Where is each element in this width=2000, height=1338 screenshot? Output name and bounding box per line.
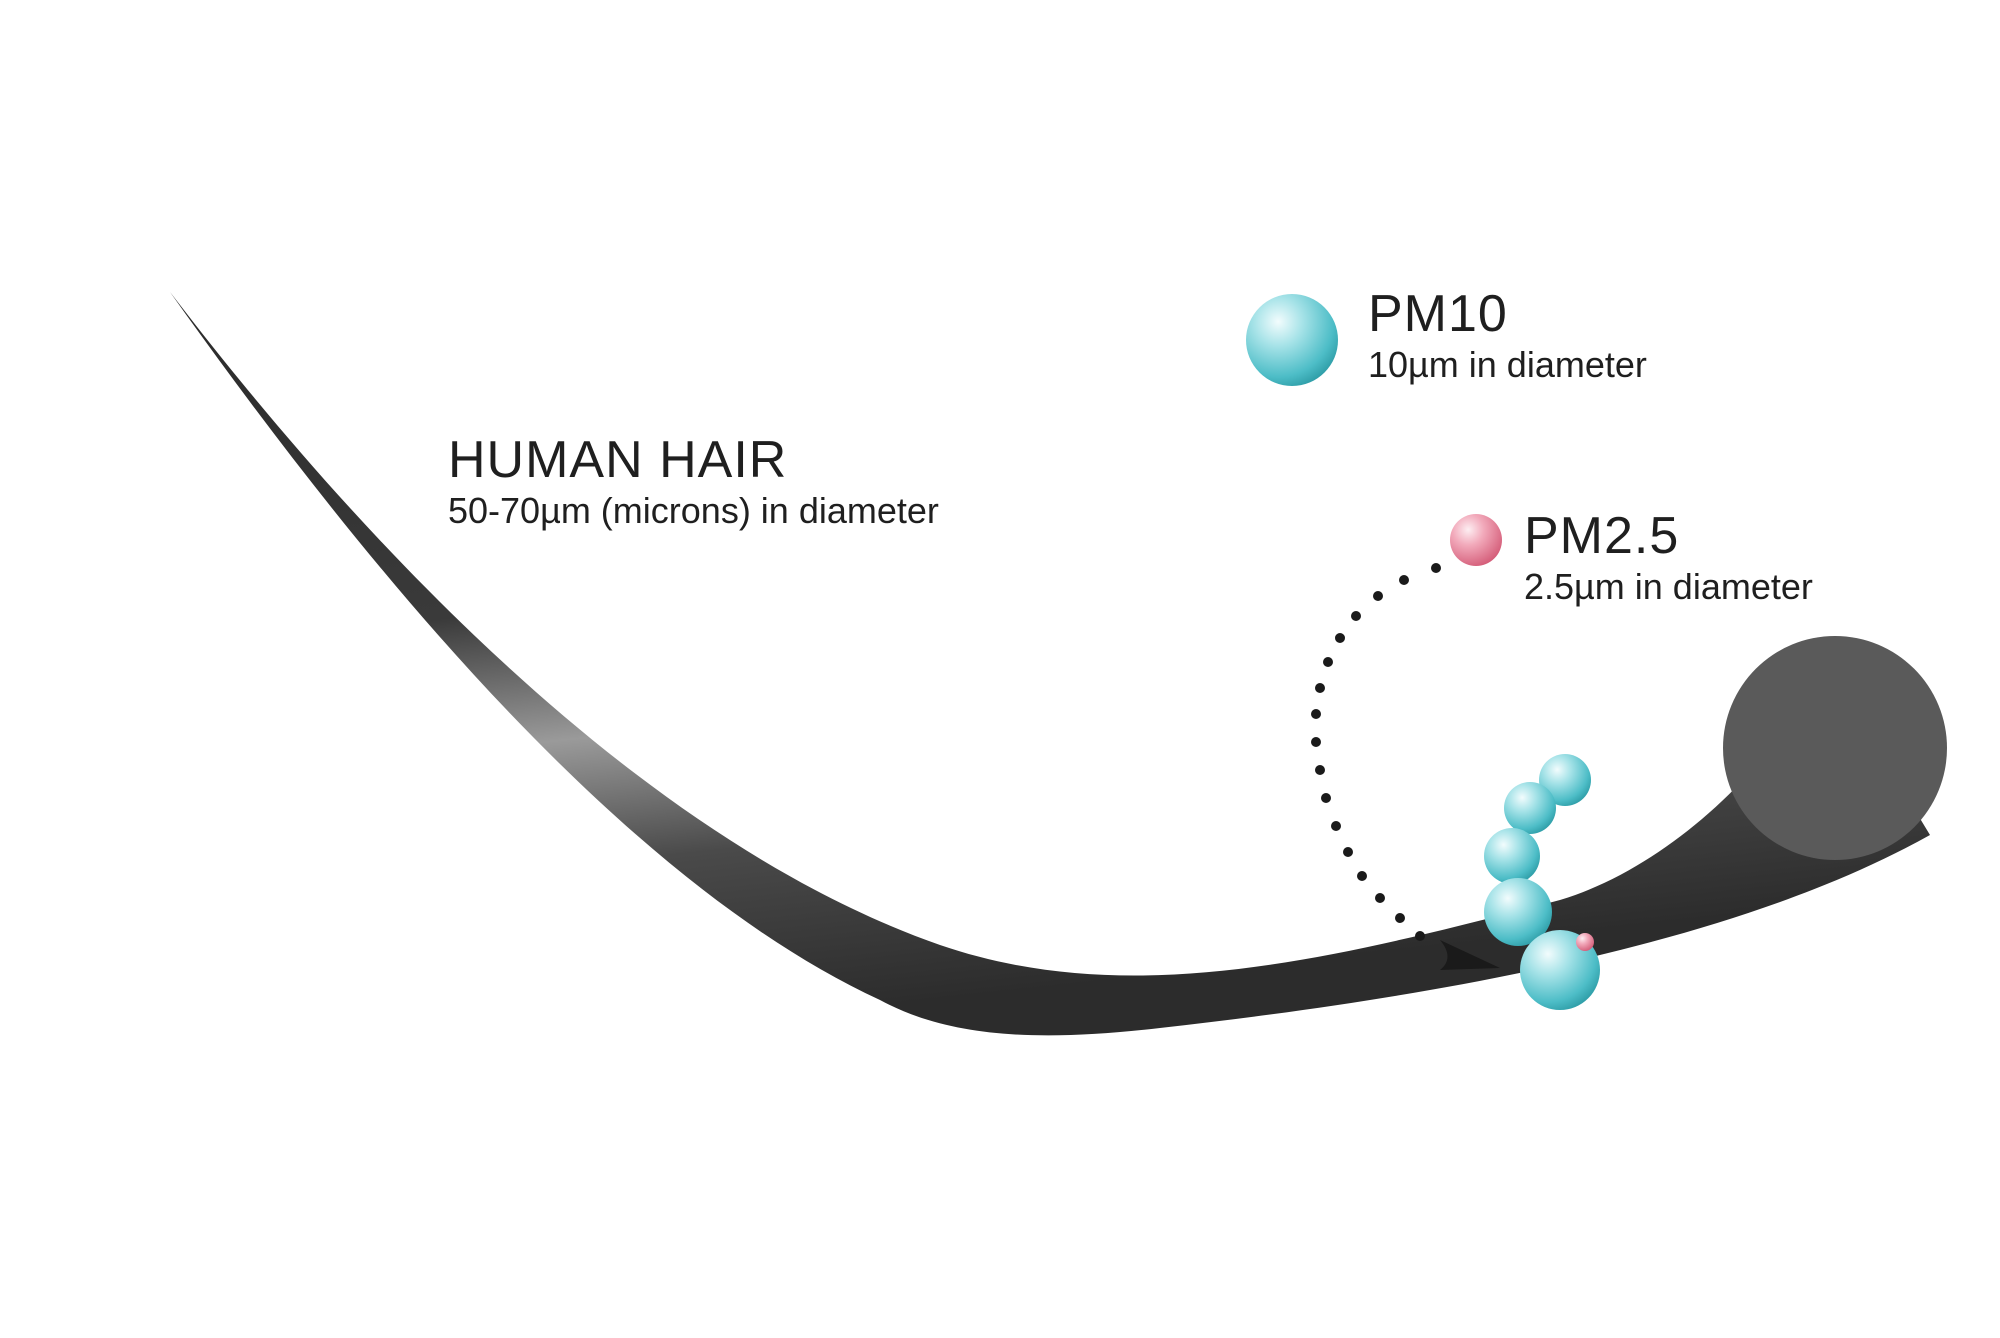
human-hair-title: HUMAN HAIR	[448, 431, 788, 489]
pm10-subtitle: 10µm in diameter	[1368, 344, 1647, 386]
arrowhead-icon	[1440, 940, 1500, 970]
human-hair-label: HUMAN HAIR 50-70µm (microns) in diameter	[448, 431, 939, 532]
pm10-title: PM10	[1368, 285, 1508, 343]
pm25-label: PM2.5 2.5µm in diameter	[1524, 507, 1813, 608]
human-hair-strand	[170, 292, 1930, 1036]
pm25-title: PM2.5	[1524, 507, 1680, 565]
human-hair-subtitle: 50-70µm (microns) in diameter	[448, 490, 939, 532]
pm10-particle-icon	[1246, 294, 1338, 386]
pm10-label: PM10 10µm in diameter	[1368, 285, 1647, 386]
pm25-particle-icon	[1450, 514, 1502, 566]
hair-cross-section	[1723, 636, 1947, 860]
pm25-subtitle: 2.5µm in diameter	[1524, 566, 1813, 608]
dotted-arrow	[1311, 563, 1441, 941]
particles-on-hair	[1484, 754, 1600, 1010]
